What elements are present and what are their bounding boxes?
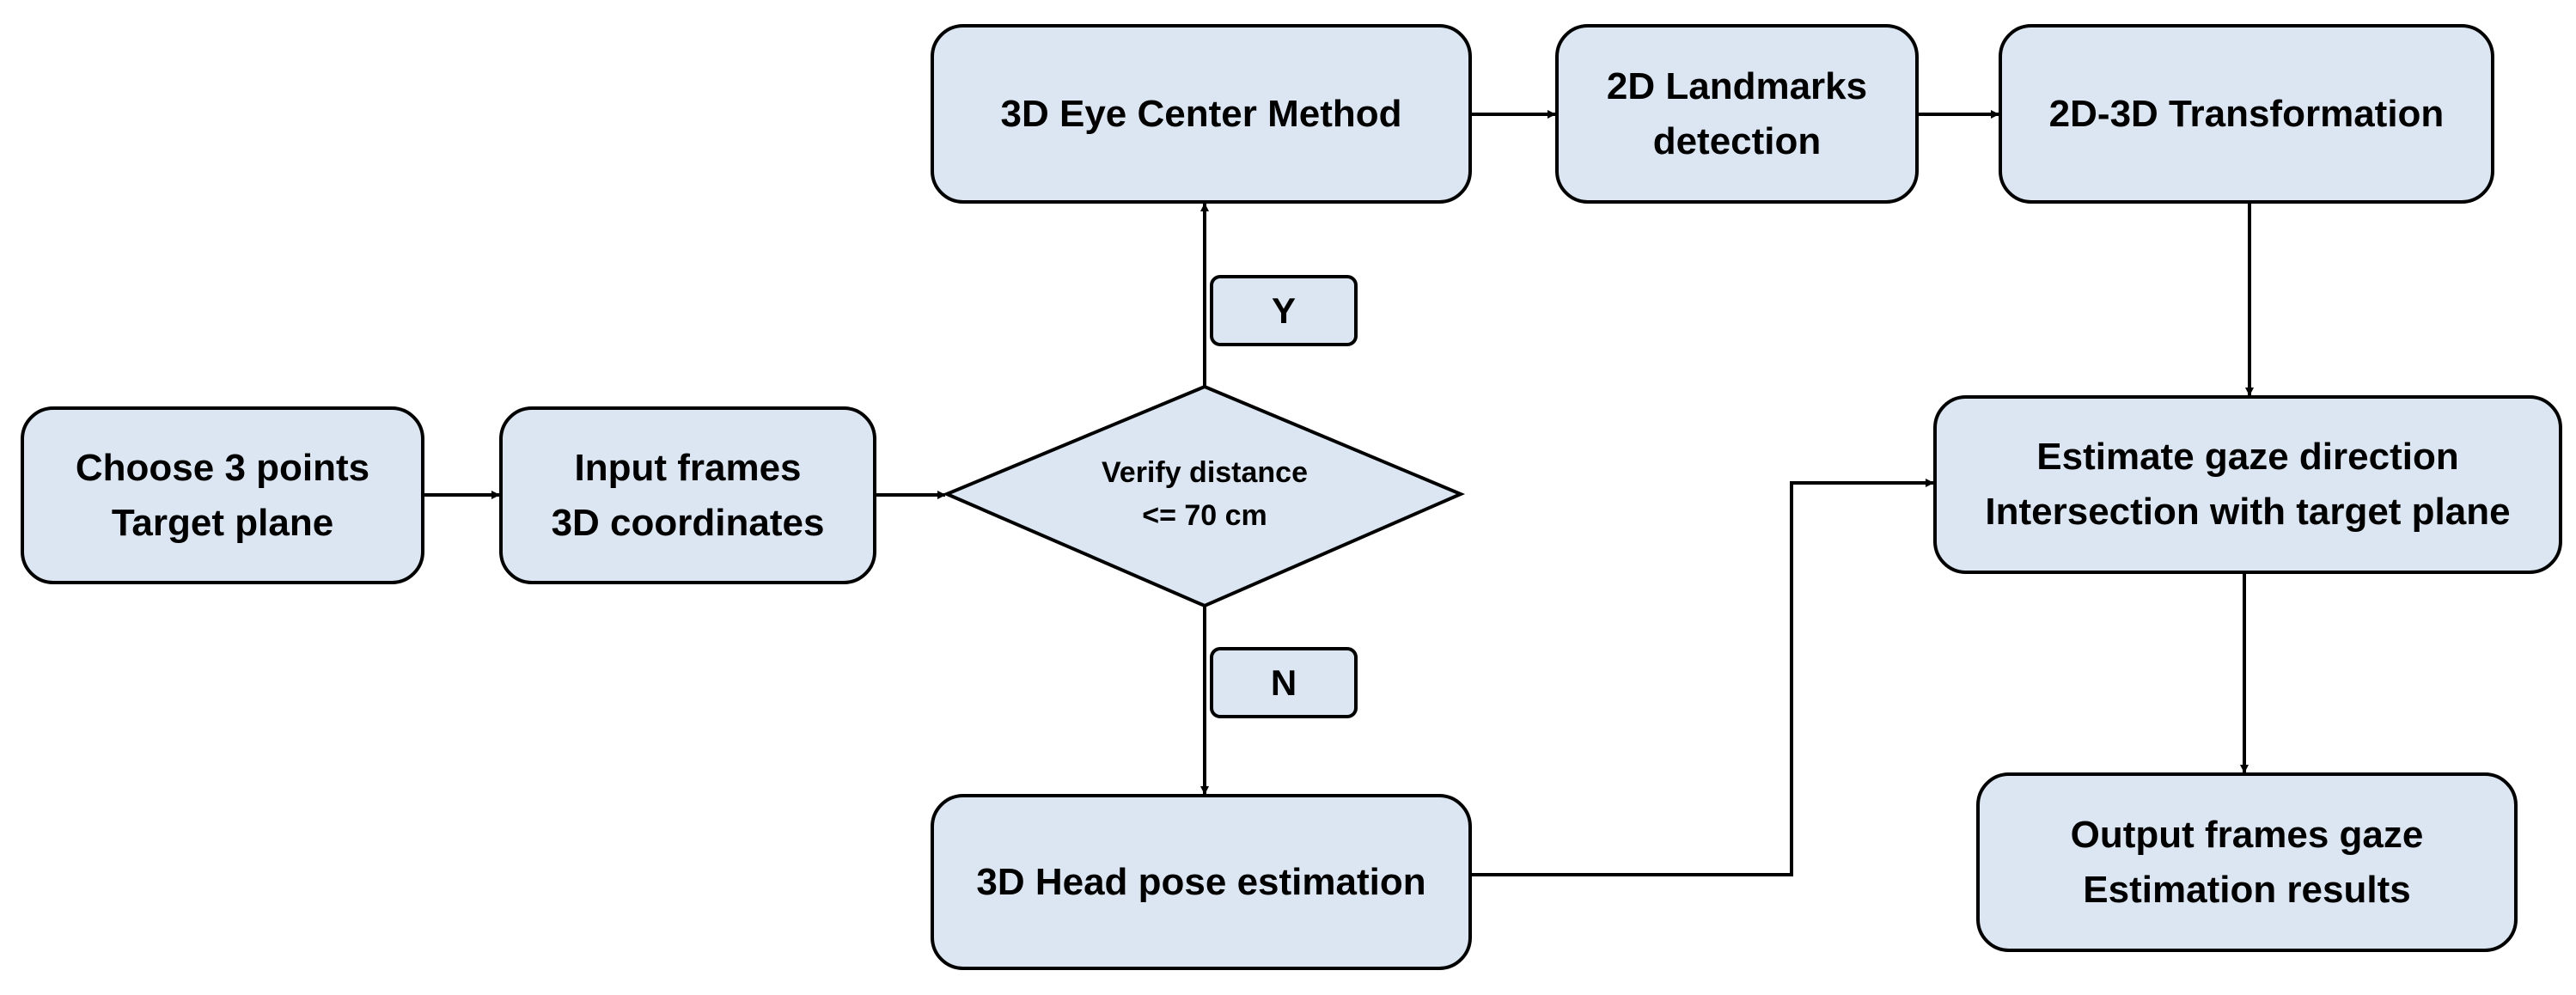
- choose-points-line1: Choose 3 points: [75, 446, 370, 489]
- landmarks-line2: detection: [1652, 119, 1822, 162]
- output-line2: Estimation results: [2083, 868, 2411, 911]
- verify-line1: Verify distance: [1101, 456, 1308, 489]
- verify-line2: <= 70 cm: [1142, 499, 1267, 532]
- no-label-text: N: [1270, 662, 1297, 703]
- verify-distance-label: Verify distance <= 70 cm: [1040, 447, 1370, 541]
- input-frames-line2: 3D coordinates: [551, 501, 825, 544]
- input-frames-box: Input frames 3D coordinates: [499, 406, 876, 584]
- estimate-gaze-box: Estimate gaze direction Intersection wit…: [1933, 395, 2562, 574]
- edge-head-pose-to-estimate: [1472, 479, 1934, 876]
- decision-diamond: [942, 384, 1466, 608]
- transformation-line1: 2D-3D Transformation: [2048, 92, 2445, 135]
- eye-center-box: 3D Eye Center Method: [931, 24, 1472, 204]
- yes-label-text: Y: [1271, 290, 1296, 331]
- landmarks-box: 2D Landmarks detection: [1555, 24, 1919, 204]
- head-pose-box: 3D Head pose estimation: [931, 794, 1472, 970]
- estimate-gaze-line1: Estimate gaze direction: [2036, 436, 2459, 478]
- transformation-box: 2D-3D Transformation: [1999, 24, 2494, 204]
- no-branch-label: N: [1210, 647, 1358, 718]
- estimate-gaze-line2: Intersection with target plane: [1985, 491, 2511, 533]
- eye-center-line1: 3D Eye Center Method: [1000, 92, 1402, 135]
- choose-points-line2: Target plane: [111, 501, 334, 544]
- output-box: Output frames gaze Estimation results: [1976, 772, 2518, 952]
- yes-branch-label: Y: [1210, 275, 1358, 346]
- input-frames-line1: Input frames: [574, 446, 802, 489]
- output-line1: Output frames gaze: [2070, 813, 2424, 856]
- landmarks-line1: 2D Landmarks: [1606, 64, 1868, 107]
- choose-points-box: Choose 3 points Target plane: [21, 406, 424, 584]
- head-pose-line1: 3D Head pose estimation: [976, 860, 1426, 903]
